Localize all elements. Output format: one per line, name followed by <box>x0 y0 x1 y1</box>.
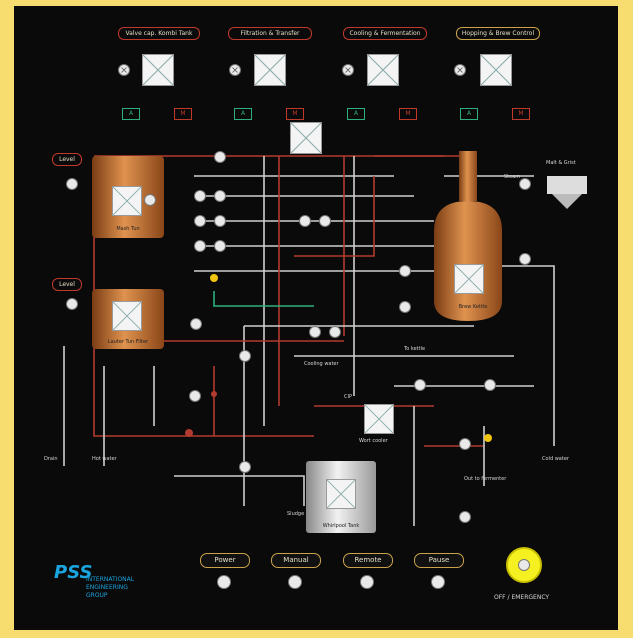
hot-water-label: Hot water <box>92 456 117 462</box>
to-kettle-label: To kettle <box>404 346 426 352</box>
whirlpool-status <box>326 479 356 509</box>
top-indicator-4 <box>480 54 512 86</box>
power-indicator-icon <box>217 575 231 589</box>
valve-icon[interactable] <box>66 178 78 190</box>
valve-icon[interactable] <box>459 511 471 523</box>
emergency-center-icon <box>518 559 530 571</box>
logo-line3: GROUP <box>86 592 108 599</box>
malt-hopper-icon <box>547 176 587 209</box>
top-indicator-2 <box>254 54 286 86</box>
valve-icon[interactable] <box>309 326 321 338</box>
mash-tun-tag[interactable]: Level <box>52 153 82 166</box>
pause-indicator-icon <box>431 575 445 589</box>
manual-switch-2[interactable]: M <box>286 108 304 120</box>
valve-icon[interactable] <box>118 64 130 76</box>
cooling-label: Cooling water <box>304 361 339 367</box>
top-label-4[interactable]: Hopping & Brew Control <box>456 27 540 40</box>
company-logo: PSS INTERNATIONAL ENGINEERING GROUP <box>54 562 174 612</box>
mash-tun-status <box>112 186 142 216</box>
process-panel: Valve cap. Kombi Tank Filtration & Trans… <box>14 6 618 630</box>
emergency-stop-button[interactable] <box>506 547 542 583</box>
valve-icon[interactable] <box>399 301 411 313</box>
steam-label: Steam <box>504 174 521 180</box>
kettle-status <box>454 264 484 294</box>
valve-icon[interactable] <box>414 379 426 391</box>
logo-line2: ENGINEERING <box>86 584 128 591</box>
fermenter-label: Out to fermenter <box>464 476 507 482</box>
auto-switch-4[interactable]: A <box>460 108 478 120</box>
valve-icon[interactable] <box>214 240 226 252</box>
valve-icon[interactable] <box>194 190 206 202</box>
valve-icon[interactable] <box>194 240 206 252</box>
cooler-indicator <box>364 404 394 434</box>
valve-icon[interactable] <box>484 379 496 391</box>
lauter-tun-name: Lauter Tun Filter <box>107 339 149 345</box>
logo-mark: PSS <box>54 562 93 583</box>
valve-icon[interactable] <box>214 190 226 202</box>
valve-icon[interactable] <box>194 215 206 227</box>
valve-icon[interactable] <box>190 318 202 330</box>
pause-button[interactable]: Pause <box>414 553 464 568</box>
central-indicator <box>290 122 322 154</box>
top-label-2[interactable]: Filtration & Transfer <box>228 27 312 40</box>
lauter-tun-status <box>112 301 142 331</box>
lauter-tun-tank[interactable]: Lauter Tun Filter <box>92 289 164 349</box>
cold-water-label: Cold water <box>542 456 569 462</box>
sludge-label: Sludge <box>287 511 305 517</box>
remote-indicator-icon <box>360 575 374 589</box>
power-button[interactable]: Power <box>200 553 250 568</box>
whirlpool-tank[interactable]: Whirlpool Tank <box>306 461 376 533</box>
valve-icon[interactable] <box>66 298 78 310</box>
auto-switch-3[interactable]: A <box>347 108 365 120</box>
top-label-3[interactable]: Cooling & Fermentation <box>343 27 427 40</box>
top-indicator-3 <box>367 54 399 86</box>
cip-label: CIP <box>344 394 352 400</box>
valve-icon[interactable] <box>214 151 226 163</box>
whirlpool-name: Whirlpool Tank <box>322 523 360 529</box>
manual-indicator-icon <box>288 575 302 589</box>
malt-hopper-label: Malt & Grist <box>546 160 576 166</box>
valve-icon[interactable] <box>229 64 241 76</box>
mash-tun-name: Mash Tun <box>116 226 140 232</box>
pipe-network <box>63 155 555 526</box>
manual-switch-1[interactable]: M <box>174 108 192 120</box>
manual-switch-3[interactable]: M <box>399 108 417 120</box>
brew-kettle-tank[interactable] <box>424 151 514 326</box>
logo-line1: INTERNATIONAL <box>86 576 135 583</box>
auto-switch-1[interactable]: A <box>122 108 140 120</box>
valve-icon[interactable] <box>399 265 411 277</box>
valve-icon[interactable] <box>459 438 471 450</box>
lauter-tun-tag[interactable]: Level <box>52 278 82 291</box>
kettle-name: Brew Kettle <box>458 304 488 310</box>
valve-icon[interactable] <box>144 194 156 206</box>
remote-button[interactable]: Remote <box>343 553 393 568</box>
manual-button[interactable]: Manual <box>271 553 321 568</box>
valve-icon[interactable] <box>189 390 201 402</box>
top-label-1[interactable]: Valve cap. Kombi Tank <box>118 27 200 40</box>
valve-icon[interactable] <box>239 350 251 362</box>
valve-icon[interactable] <box>454 64 466 76</box>
valve-icon[interactable] <box>299 215 311 227</box>
emergency-label: OFF / EMERGENCY <box>494 594 550 601</box>
valve-icon[interactable] <box>214 215 226 227</box>
valve-icon[interactable] <box>319 215 331 227</box>
manual-switch-4[interactable]: M <box>512 108 530 120</box>
valve-icon[interactable] <box>519 178 531 190</box>
cooler-label: Wort cooler <box>359 438 388 444</box>
valve-icon[interactable] <box>519 253 531 265</box>
auto-switch-2[interactable]: A <box>234 108 252 120</box>
valve-icon[interactable] <box>239 461 251 473</box>
drain-label: Drain <box>44 456 58 462</box>
valve-icon[interactable] <box>329 326 341 338</box>
valve-icon[interactable] <box>342 64 354 76</box>
top-indicator-1 <box>142 54 174 86</box>
